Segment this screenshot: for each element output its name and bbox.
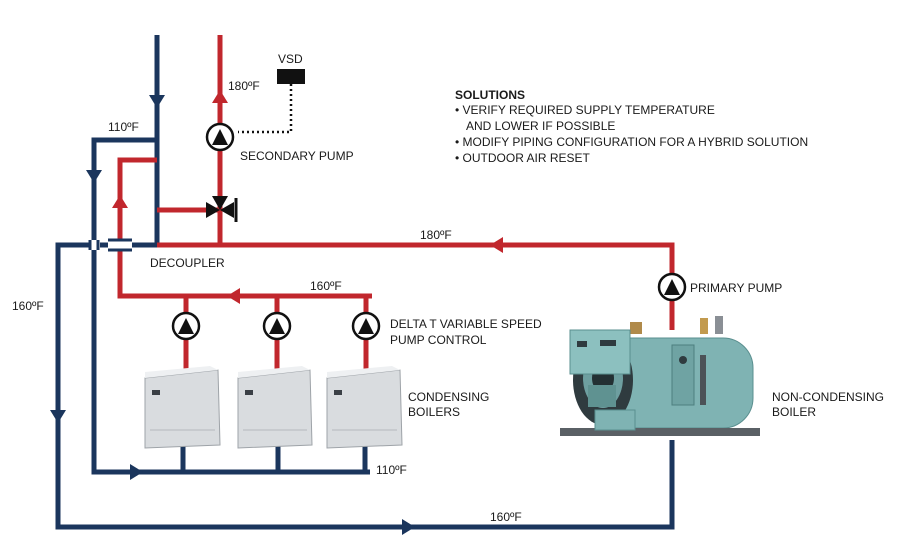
condensing-pump-2 (262, 311, 292, 341)
condensing-pump-1 (171, 311, 201, 341)
primary-pump-label: PRIMARY PUMP (690, 281, 782, 295)
primary-pump (657, 272, 687, 302)
temp-condensing-return: 110ºF (376, 463, 407, 477)
solutions-item: • OUTDOOR AIR RESET (455, 151, 591, 165)
temp-top-return: 110ºF (108, 120, 139, 134)
condensing-boiler-icon (144, 366, 221, 449)
secondary-pump (205, 122, 235, 152)
condensing-label-1: CONDENSING (408, 390, 489, 404)
pump-control-label: PUMP CONTROL (390, 333, 487, 347)
three-way-valve-icon (206, 196, 238, 222)
condensing-label-2: BOILERS (408, 405, 460, 419)
condensing-boiler-icon (237, 366, 313, 449)
inner-return-loop (91, 137, 370, 475)
flow-arrows (50, 90, 503, 535)
decoupler-label: DECOUPLER (150, 256, 225, 270)
vsd-label: VSD (278, 52, 303, 66)
pump-icon (664, 279, 680, 295)
non-condensing-label-2: BOILER (772, 405, 816, 419)
delta-t-label: DELTA T VARIABLE SPEED (390, 317, 542, 331)
flow-arrow-icon (112, 195, 128, 208)
flow-arrow-icon (149, 95, 165, 108)
flow-arrow-icon (490, 237, 503, 253)
temp-bottom-return: 160ºF (490, 510, 522, 524)
decoupler-crossing (88, 238, 132, 252)
flow-arrow-icon (227, 288, 240, 304)
condensing-supply-loop (117, 157, 157, 245)
solutions-item: • VERIFY REQUIRED SUPPLY TEMPERATURE (455, 103, 715, 117)
temp-primary-loop: 180ºF (420, 228, 452, 242)
pump-icon (178, 318, 194, 334)
secondary-pump-label: SECONDARY PUMP (240, 149, 354, 163)
flow-arrow-icon (402, 519, 415, 535)
temp-left-return: 160ºF (12, 299, 44, 313)
flow-arrow-icon (212, 90, 228, 103)
vsd-box-icon (238, 69, 305, 134)
temp-top-supply: 180ºF (228, 79, 260, 93)
primary-supply-loop (157, 242, 675, 330)
solutions-panel: SOLUTIONS • VERIFY REQUIRED SUPPLY TEMPE… (455, 88, 808, 165)
pump-icon (212, 129, 228, 145)
flow-arrow-icon (86, 170, 102, 183)
non-condensing-boiler-icon (560, 316, 760, 436)
solutions-title: SOLUTIONS (455, 88, 525, 102)
condensing-pump-3 (351, 311, 381, 341)
non-condensing-label-1: NON-CONDENSING (772, 390, 884, 404)
flow-arrow-icon (130, 464, 143, 480)
flow-arrow-icon (50, 410, 66, 423)
condensing-supply-header (117, 245, 372, 299)
temp-condensing-supply: 160ºF (310, 279, 342, 293)
condensing-boiler-icon (326, 366, 403, 449)
pump-icon (269, 318, 285, 334)
solutions-item: AND LOWER IF POSSIBLE (466, 119, 615, 133)
pump-icon (358, 318, 374, 334)
solutions-item: • MODIFY PIPING CONFIGURATION FOR A HYBR… (455, 135, 808, 149)
